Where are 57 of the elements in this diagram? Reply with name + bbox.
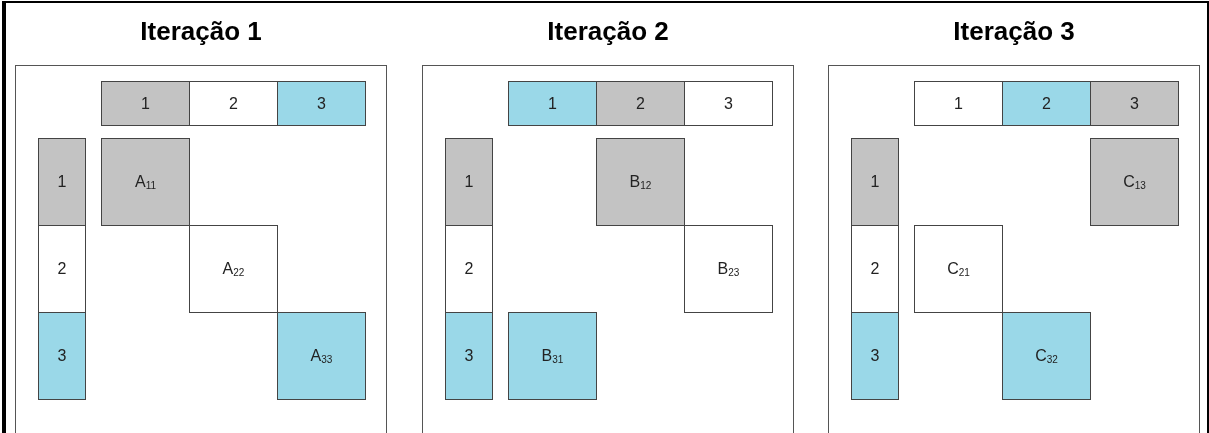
block-label: B$_{12}$ (629, 173, 652, 191)
index-number: 1 (954, 94, 963, 113)
index-number: 2 (229, 94, 238, 113)
index-number: 1 (548, 94, 557, 113)
matrix-block (508, 312, 597, 400)
index-number: 2 (636, 94, 645, 113)
index-number: 3 (1130, 94, 1139, 113)
index-number: 2 (464, 260, 474, 278)
index-number: 3 (464, 347, 474, 365)
index-number: 1 (464, 173, 474, 191)
panel-title: Iteração 3 (952, 16, 1076, 47)
matrix-block (101, 138, 190, 226)
block-label: A$_{22}$ (222, 260, 245, 278)
row-header-cell (38, 312, 86, 400)
index-number: 3 (57, 347, 67, 365)
block-label: B$_{23}$ (717, 260, 740, 278)
matrix-block (684, 225, 773, 313)
matrix-block (1002, 312, 1091, 400)
block-label: C$_{13}$ (1123, 173, 1146, 191)
row-header-cell (851, 225, 899, 313)
index-number: 3 (870, 347, 880, 365)
matrix-block (1090, 138, 1179, 226)
index-number: 2 (1042, 94, 1051, 113)
column-header-cell (684, 81, 773, 126)
column-header-cell (189, 81, 278, 126)
block-label: A$_{11}$ (134, 173, 157, 191)
index-number: 3 (724, 94, 733, 113)
row-header-cell (445, 312, 493, 400)
block-label: B$_{31}$ (541, 347, 564, 365)
column-header-cell (1002, 81, 1091, 126)
index-number: 3 (317, 94, 326, 113)
column-header-cell (914, 81, 1003, 126)
row-header-cell (38, 138, 86, 226)
index-number: 1 (57, 173, 67, 191)
row-header-cell (851, 312, 899, 400)
block-label: A$_{33}$ (310, 347, 333, 365)
row-header-cell (445, 225, 493, 313)
row-header-cell (851, 138, 899, 226)
panel-title: Iteração 1 (139, 16, 263, 47)
column-header-cell (508, 81, 597, 126)
row-header-cell (445, 138, 493, 226)
index-number: 1 (141, 94, 150, 113)
block-label: C$_{21}$ (947, 260, 970, 278)
panel-title: Iteração 2 (546, 16, 670, 47)
row-header-cell (38, 225, 86, 313)
column-header-cell (101, 81, 190, 126)
matrix-block (596, 138, 685, 226)
matrix-block (914, 225, 1003, 313)
matrix-block (277, 312, 366, 400)
matrix-block (189, 225, 278, 313)
index-number: 2 (870, 260, 880, 278)
column-header-cell (1090, 81, 1179, 126)
index-number: 2 (57, 260, 67, 278)
column-header-cell (277, 81, 366, 126)
column-header-cell (596, 81, 685, 126)
index-number: 1 (870, 173, 880, 191)
block-label: C$_{32}$ (1035, 347, 1058, 365)
